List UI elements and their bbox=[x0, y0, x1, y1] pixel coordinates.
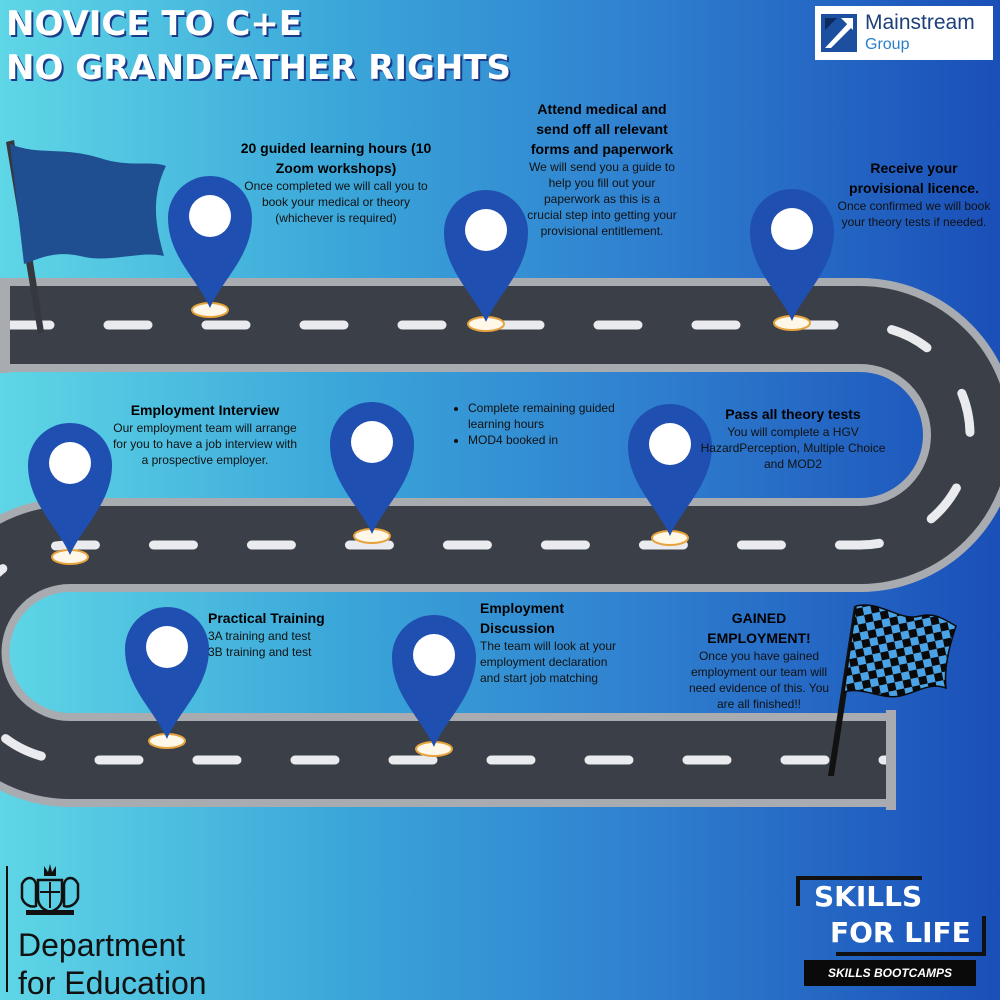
step-bullet: MOD4 booked in bbox=[468, 432, 616, 448]
step-line: 3A training and test bbox=[208, 629, 311, 643]
step-title: 20 guided learning hours (10 Zoom worksh… bbox=[240, 140, 432, 176]
skills-line1: SKILLS bbox=[814, 880, 923, 913]
map-pin-icon bbox=[392, 615, 476, 757]
step-bullet-list: Complete remaining guided learning hours… bbox=[446, 400, 616, 448]
step-employment-discussion: Employment Discussion The team will look… bbox=[480, 598, 620, 686]
skills-line2: FOR LIFE bbox=[830, 916, 971, 949]
step-body: Once you have gained employment our team… bbox=[688, 649, 830, 711]
step-employment-interview: Employment Interview Our employment team… bbox=[110, 400, 300, 468]
brand-sub: Group bbox=[865, 36, 910, 53]
step-title: Practical Training bbox=[208, 610, 325, 626]
step-bullet: Complete remaining guided learning hours bbox=[468, 400, 616, 432]
step-title: Employment Interview bbox=[130, 402, 280, 418]
step-title: Employment Discussion bbox=[480, 600, 565, 636]
map-pin-icon bbox=[444, 190, 528, 332]
step-body: Once completed we will call you to book … bbox=[244, 179, 428, 225]
step-body: The team will look at your employment de… bbox=[480, 639, 617, 685]
checkered-flag-icon bbox=[828, 604, 957, 776]
step-body: We will send you a guide to help you fil… bbox=[527, 160, 677, 238]
mainstream-logo: Mainstream Group bbox=[815, 6, 993, 60]
step-title: Receive your provisional licence. bbox=[849, 160, 979, 196]
step-title: GAINED EMPLOYMENT! bbox=[707, 610, 811, 646]
department-line2: for Education bbox=[18, 965, 207, 1000]
map-pin-icon bbox=[125, 607, 209, 749]
department-line1: Department bbox=[18, 927, 186, 963]
step-theory-tests: Pass all theory tests You will complete … bbox=[700, 404, 886, 472]
map-pin-icon bbox=[330, 402, 414, 544]
map-pin-icon bbox=[28, 423, 112, 565]
step-line: 3B training and test bbox=[208, 645, 312, 659]
map-pin-icon bbox=[628, 404, 712, 546]
step-guided-learning: 20 guided learning hours (10 Zoom worksh… bbox=[236, 138, 436, 226]
mainstream-logo-icon bbox=[821, 14, 857, 52]
brand-name: Mainstream bbox=[865, 11, 975, 34]
dfe-divider bbox=[6, 866, 8, 992]
department-name: Department for Education bbox=[18, 926, 207, 1000]
step-body: Once confirmed we will book your theory … bbox=[837, 199, 991, 229]
step-practical-training: Practical Training 3A training and test … bbox=[208, 608, 378, 660]
step-provisional-licence: Receive your provisional licence. Once c… bbox=[836, 158, 992, 230]
skills-frame-icon bbox=[796, 876, 986, 956]
blue-flag-icon bbox=[6, 140, 166, 334]
page-title-line2: NO GRANDFATHER RIGHTS bbox=[6, 48, 512, 88]
step-gained-employment: GAINED EMPLOYMENT! Once you have gained … bbox=[688, 608, 830, 712]
royal-crest-icon bbox=[20, 864, 80, 915]
page-title-line1: NOVICE TO C+E bbox=[6, 4, 303, 44]
map-pin-icon bbox=[750, 189, 834, 331]
step-remaining-hours: Complete remaining guided learning hours… bbox=[446, 400, 616, 448]
skills-bootcamps-banner: SKILLS BOOTCAMPS bbox=[804, 960, 976, 986]
step-title: Attend medical and send off all relevant… bbox=[530, 101, 674, 157]
step-medical: Attend medical and send off all relevant… bbox=[526, 99, 678, 239]
step-body: Our employment team will arrange for you… bbox=[112, 421, 298, 467]
step-title: Pass all theory tests bbox=[725, 406, 861, 422]
step-body: You will complete a HGV HazardPerception… bbox=[700, 425, 886, 471]
map-pin-icon bbox=[168, 176, 252, 318]
